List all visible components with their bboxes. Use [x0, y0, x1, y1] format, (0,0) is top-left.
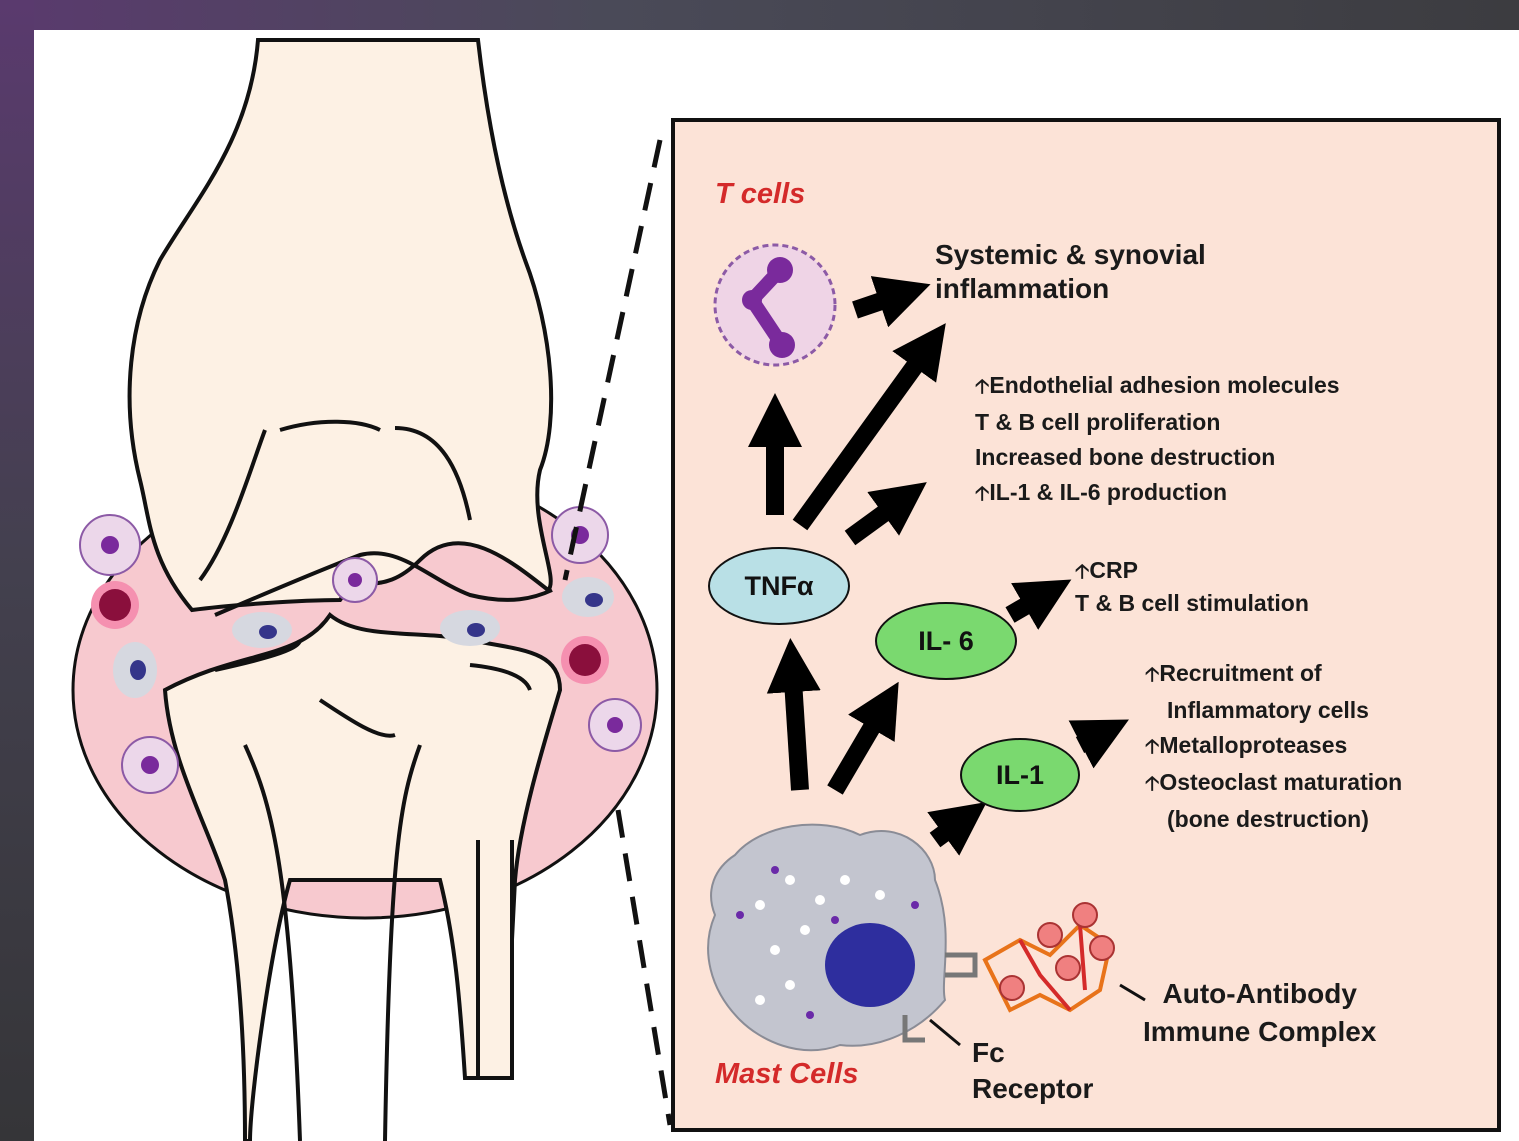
tnf-effect-item: 🡡IL-1 & IL-6 production: [975, 475, 1340, 512]
tnf-effect-item: T & B cell proliferation: [975, 405, 1340, 440]
synovial-t-cell: [552, 507, 608, 563]
il6-effect-item: T & B cell stimulation: [1075, 588, 1309, 619]
up-arrow-icon: 🡡: [975, 483, 989, 505]
il1-effect-item: Inflammatory cells: [1145, 693, 1402, 728]
synovial-plasma-cell: [91, 581, 139, 629]
up-arrow-icon: 🡡: [1145, 736, 1159, 758]
fc-line-2: Receptor: [972, 1071, 1093, 1107]
arrow-il1-to-effects: [1080, 732, 1105, 745]
immune-complex-line-2: Immune Complex: [1143, 1013, 1376, 1051]
systemic-line-2: inflammation: [935, 272, 1206, 306]
synovial-mast-cell: [562, 577, 614, 617]
t-cell-illustration: [715, 245, 835, 365]
up-arrow-icon: 🡡: [1075, 561, 1089, 583]
synovial-plasma-cell: [561, 636, 609, 684]
il1-effect-item: 🡡Osteoclast maturation: [1145, 765, 1402, 802]
tnf-node: TNFα: [708, 547, 850, 625]
il1-effect-item: (bone destruction): [1145, 802, 1402, 837]
t-cells-title: T cells: [715, 178, 805, 211]
tnf-effect-item: Increased bone destruction: [975, 440, 1340, 475]
femur-bone: [130, 40, 552, 610]
fc-line-1: Fc: [972, 1035, 1093, 1071]
fibula-bone: [478, 840, 512, 1078]
up-arrow-icon: 🡡: [1145, 773, 1159, 795]
immune-complex-line-1: Auto-Antibody: [1143, 975, 1376, 1013]
il1-effects-list: 🡡Recruitment of Inflammatory cells 🡡Meta…: [1145, 656, 1402, 837]
systemic-inflammation-label: Systemic & synovial inflammation: [935, 238, 1206, 305]
synovial-t-cell: [589, 699, 641, 751]
il1-node: IL-1: [960, 738, 1080, 812]
il6-effects-list: 🡡CRP T & B cell stimulation: [1075, 555, 1309, 619]
synovial-t-cell: [80, 515, 140, 575]
tnf-effect-item: 🡡Endothelial adhesion molecules: [975, 368, 1340, 405]
fc-receptor-label: Fc Receptor: [972, 1035, 1093, 1107]
il6-effect-item: 🡡CRP: [1075, 555, 1309, 588]
immune-complex-label: Auto-Antibody Immune Complex: [1143, 975, 1376, 1051]
knee-joint-illustration: [73, 40, 657, 1141]
il1-effect-item: 🡡Metalloproteases: [1145, 728, 1402, 765]
synovial-t-cell: [122, 737, 178, 793]
up-arrow-icon: 🡡: [975, 376, 989, 398]
synovial-mast-cell: [440, 610, 500, 646]
systemic-line-1: Systemic & synovial: [935, 238, 1206, 272]
synovial-mast-cell: [232, 612, 292, 648]
tnf-effects-list: 🡡Endothelial adhesion molecules T & B ce…: [975, 368, 1340, 512]
mast-cells-title: Mast Cells: [715, 1058, 858, 1091]
zoom-line-bottom: [618, 810, 670, 1125]
up-arrow-icon: 🡡: [1145, 664, 1159, 686]
arrow-mast-to-tnf: [792, 665, 800, 790]
il6-node: IL- 6: [875, 602, 1017, 680]
synovial-t-cell: [333, 558, 377, 602]
synovial-mast-cell: [113, 642, 157, 698]
il1-effect-item: 🡡Recruitment of: [1145, 656, 1402, 693]
